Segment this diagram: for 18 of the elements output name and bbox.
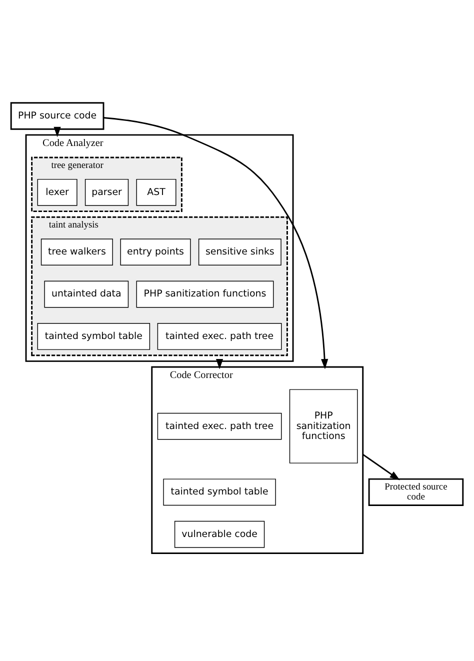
node-box: sensitive sinks bbox=[198, 238, 282, 266]
node-box: parser bbox=[84, 178, 129, 206]
arrow bbox=[362, 453, 400, 480]
node-box: tainted symbol table bbox=[37, 322, 150, 350]
node-box: Protected source code bbox=[368, 478, 464, 506]
arrow bbox=[54, 126, 61, 137]
node-box: tainted exec. path tree bbox=[157, 412, 282, 440]
node-box: tree walkers bbox=[40, 238, 113, 266]
node-box: tainted symbol table bbox=[163, 478, 276, 506]
node-box: lexer bbox=[37, 178, 78, 206]
node-box: entry points bbox=[120, 238, 191, 266]
arrow bbox=[104, 116, 328, 369]
node-box: PHP sanitization functions bbox=[289, 388, 358, 463]
node-box: vulnerable code bbox=[174, 520, 265, 548]
node-box: PHP sanitization functions bbox=[136, 280, 274, 308]
node-box: AST bbox=[136, 178, 176, 206]
node-box: untainted data bbox=[44, 280, 129, 308]
node-box: tainted exec. path tree bbox=[157, 322, 282, 350]
